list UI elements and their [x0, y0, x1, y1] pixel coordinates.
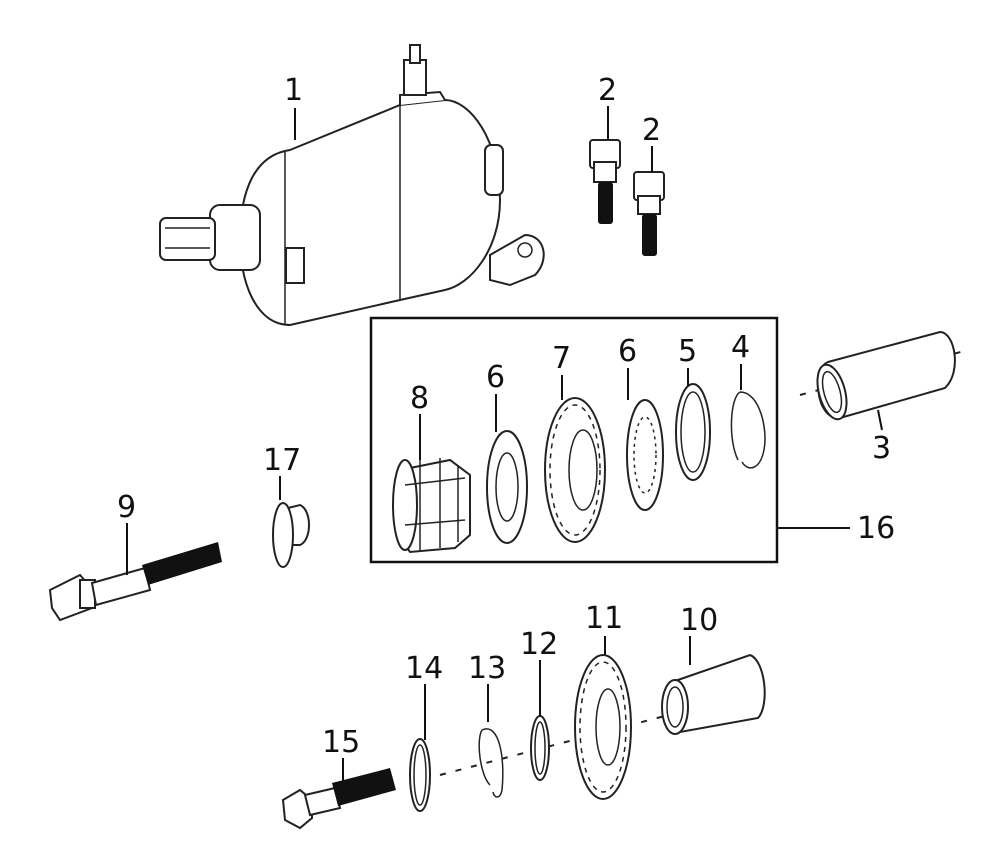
o-ring-14 [409, 738, 431, 812]
callout-4: 4 [731, 330, 750, 365]
callout-8: 8 [410, 381, 429, 416]
starter-motor [159, 44, 545, 327]
collar-17 [272, 502, 310, 568]
callout-13: 13 [468, 651, 506, 686]
callout-17: 17 [263, 443, 301, 478]
leader-lines [126, 106, 883, 782]
callout-3: 3 [872, 431, 891, 466]
callout-6-left: 6 [486, 360, 505, 395]
callout-15: 15 [322, 725, 360, 760]
washer-6-left [486, 430, 528, 544]
callout-7: 7 [552, 341, 571, 376]
circlip-13 [478, 728, 504, 798]
callout-11: 11 [585, 601, 623, 636]
pinion-gear-8 [392, 458, 471, 554]
long-bolt-9 [48, 542, 222, 622]
callout-6-right: 6 [618, 334, 637, 369]
washer-12 [530, 715, 550, 781]
bolt-15 [281, 768, 396, 830]
callout-16: 16 [857, 511, 895, 546]
needle-bearing-6-right [626, 399, 664, 511]
flange-bolt-lower [633, 171, 665, 256]
callout-1: 1 [284, 73, 303, 108]
callout-10: 10 [680, 603, 718, 638]
callout-12: 12 [520, 627, 558, 662]
callout-2-upper: 2 [598, 73, 617, 108]
bushing-10 [661, 653, 766, 735]
bushing-3 [799, 330, 969, 421]
callout-5: 5 [678, 334, 697, 369]
thin-washer-5 [675, 383, 711, 481]
idler-gear-7 [544, 397, 606, 543]
callout-9: 9 [117, 490, 136, 525]
circlip-4 [730, 391, 766, 469]
flange-bolt-upper [589, 139, 621, 224]
gear-11 [574, 654, 632, 800]
assembly-16-box [369, 316, 779, 564]
callout-14: 14 [405, 651, 443, 686]
callout-2-lower: 2 [642, 113, 661, 148]
